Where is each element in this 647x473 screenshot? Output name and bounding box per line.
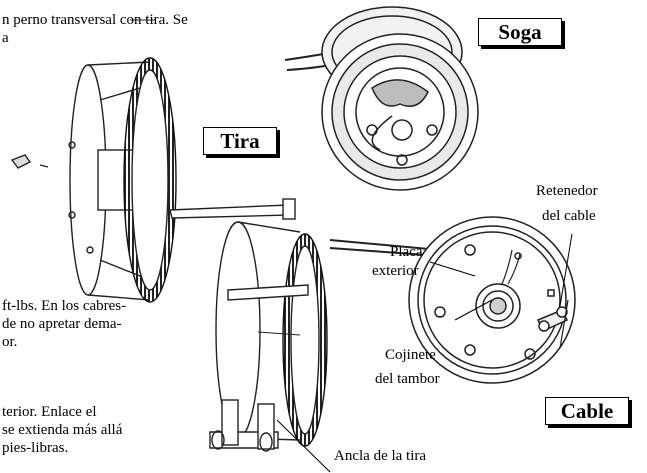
cable-drum-illustration	[329, 216, 576, 384]
ancla-label: Ancla de la tira	[334, 448, 427, 464]
retenedor-label-line2: del cable	[542, 208, 596, 224]
text-line-6: terior. Enlace el	[2, 404, 97, 420]
text-line-5: or.	[2, 334, 18, 350]
cojinete-label-line2: del tambor	[375, 371, 440, 387]
cojinete-label-line1: Cojinete	[385, 347, 436, 363]
strap-anchor-illustration	[209, 221, 328, 452]
placa-label-line2: exterior	[372, 263, 419, 279]
text-line-4: de no apretar dema-	[2, 316, 122, 332]
text-line-2: a	[2, 30, 9, 46]
rope-drum-illustration	[284, 6, 479, 191]
text-line-7: se extienda más allá	[2, 422, 123, 438]
cable-box: Cable	[545, 397, 629, 425]
soga-box: Soga	[478, 18, 562, 46]
tira-box: Tira	[203, 127, 277, 155]
text-line-1: n perno transversal con tira. Se	[2, 12, 188, 28]
text-line-3: ft-lbs. En los cabres-	[2, 298, 127, 314]
strap-drum-illustration	[10, 19, 296, 303]
leader-lines	[276, 233, 573, 473]
placa-label-line1: Placa	[390, 244, 423, 260]
text-line-8: pies-libras.	[2, 440, 69, 456]
retenedor-label-line1: Retenedor	[536, 183, 598, 199]
